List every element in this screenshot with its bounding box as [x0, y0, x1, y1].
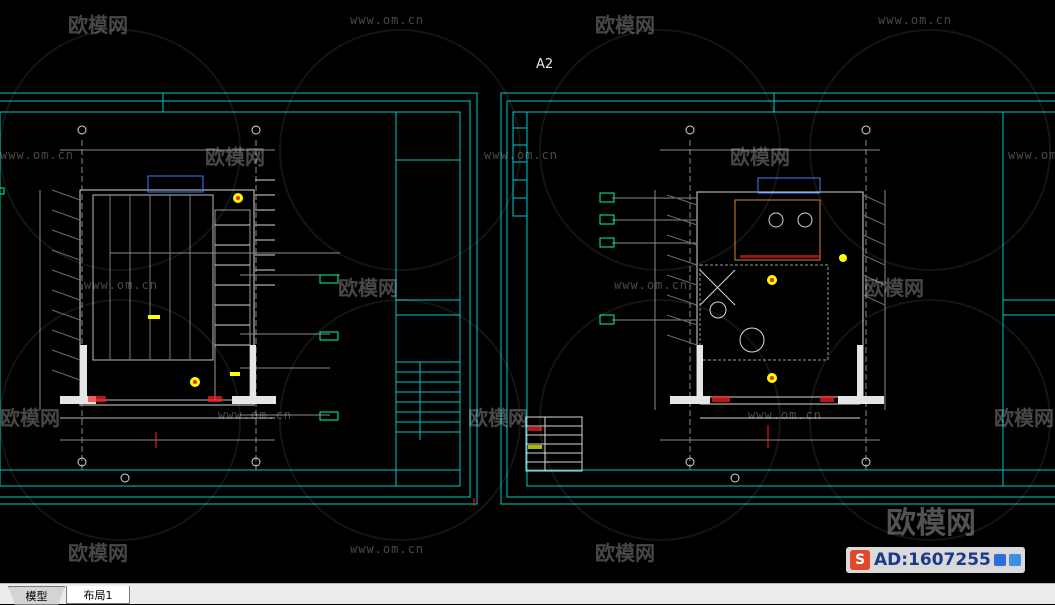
watermark-url: www.om.cn — [614, 278, 689, 292]
left-markers — [77, 125, 261, 483]
watermark-brand: 欧模网 — [68, 541, 128, 565]
watermark-brand: 欧模网 — [68, 13, 128, 37]
cad-drawing — [0, 29, 1055, 541]
left-accents — [88, 193, 475, 506]
sheet-size-label: A2 — [536, 57, 554, 72]
left-hatch — [51, 189, 81, 381]
right-accents — [528, 254, 847, 449]
watermark-brand: 欧模网 — [468, 406, 528, 430]
left-tags — [0, 187, 339, 421]
watermark-brand: 欧模网 — [0, 406, 60, 430]
watermark-url: www.om.cn — [350, 542, 425, 556]
watermark-url: www.om.cn — [748, 408, 823, 422]
watermark-url: www.om.cn — [350, 13, 425, 27]
right-hatch — [666, 194, 886, 346]
watermark-brand: 欧模网 — [595, 541, 655, 565]
watermark-url: www.om.cn — [0, 148, 75, 162]
brand-logo-icon: S — [850, 550, 870, 570]
left-sheet — [0, 92, 478, 505]
watermark-url: www.om.cn — [878, 13, 953, 27]
tab-model[interactable]: 模型 — [8, 586, 65, 605]
tab-layout-1[interactable]: 布局1 — [66, 586, 130, 604]
watermark-brand: 欧模网 — [864, 276, 924, 300]
watermark-id-badge: S AD:1607255 — [846, 547, 1025, 573]
watermark-url: www.om.cn — [84, 278, 159, 292]
watermark-url: www.om.cn — [1008, 148, 1055, 162]
right-walls-solid — [670, 345, 884, 404]
watermark-url: www.om.cn — [484, 148, 559, 162]
right-markers — [685, 125, 871, 483]
right-sheet — [500, 92, 1055, 505]
watermark-brand: 欧模网 — [595, 13, 655, 37]
left-floor-plan — [39, 140, 340, 470]
right-ceiling-plan — [612, 140, 886, 470]
watermark-brand-large: 欧模网 — [886, 506, 976, 541]
layout-tab-bar: 模型 布局1 — [0, 583, 1055, 605]
left-walls-solid — [60, 345, 276, 404]
watermark-brand: 欧模网 — [205, 145, 265, 169]
watermark-circles — [0, 29, 1051, 541]
watermark-brand: 欧模网 — [730, 145, 790, 169]
watermark-id: AD:1607255 — [874, 550, 991, 570]
watermark-brand: 欧模网 — [994, 406, 1054, 430]
right-tags — [599, 192, 615, 325]
tray-icon — [993, 554, 1006, 566]
tray-icon — [1008, 554, 1021, 566]
watermark-url: www.om.cn — [218, 408, 293, 422]
watermark-brand: 欧模网 — [338, 276, 398, 300]
model-space-canvas[interactable]: A2 欧模网 www.om.cn 欧模网 www.om.cn www.om.cn… — [0, 0, 1055, 583]
right-legend-table — [525, 416, 583, 472]
